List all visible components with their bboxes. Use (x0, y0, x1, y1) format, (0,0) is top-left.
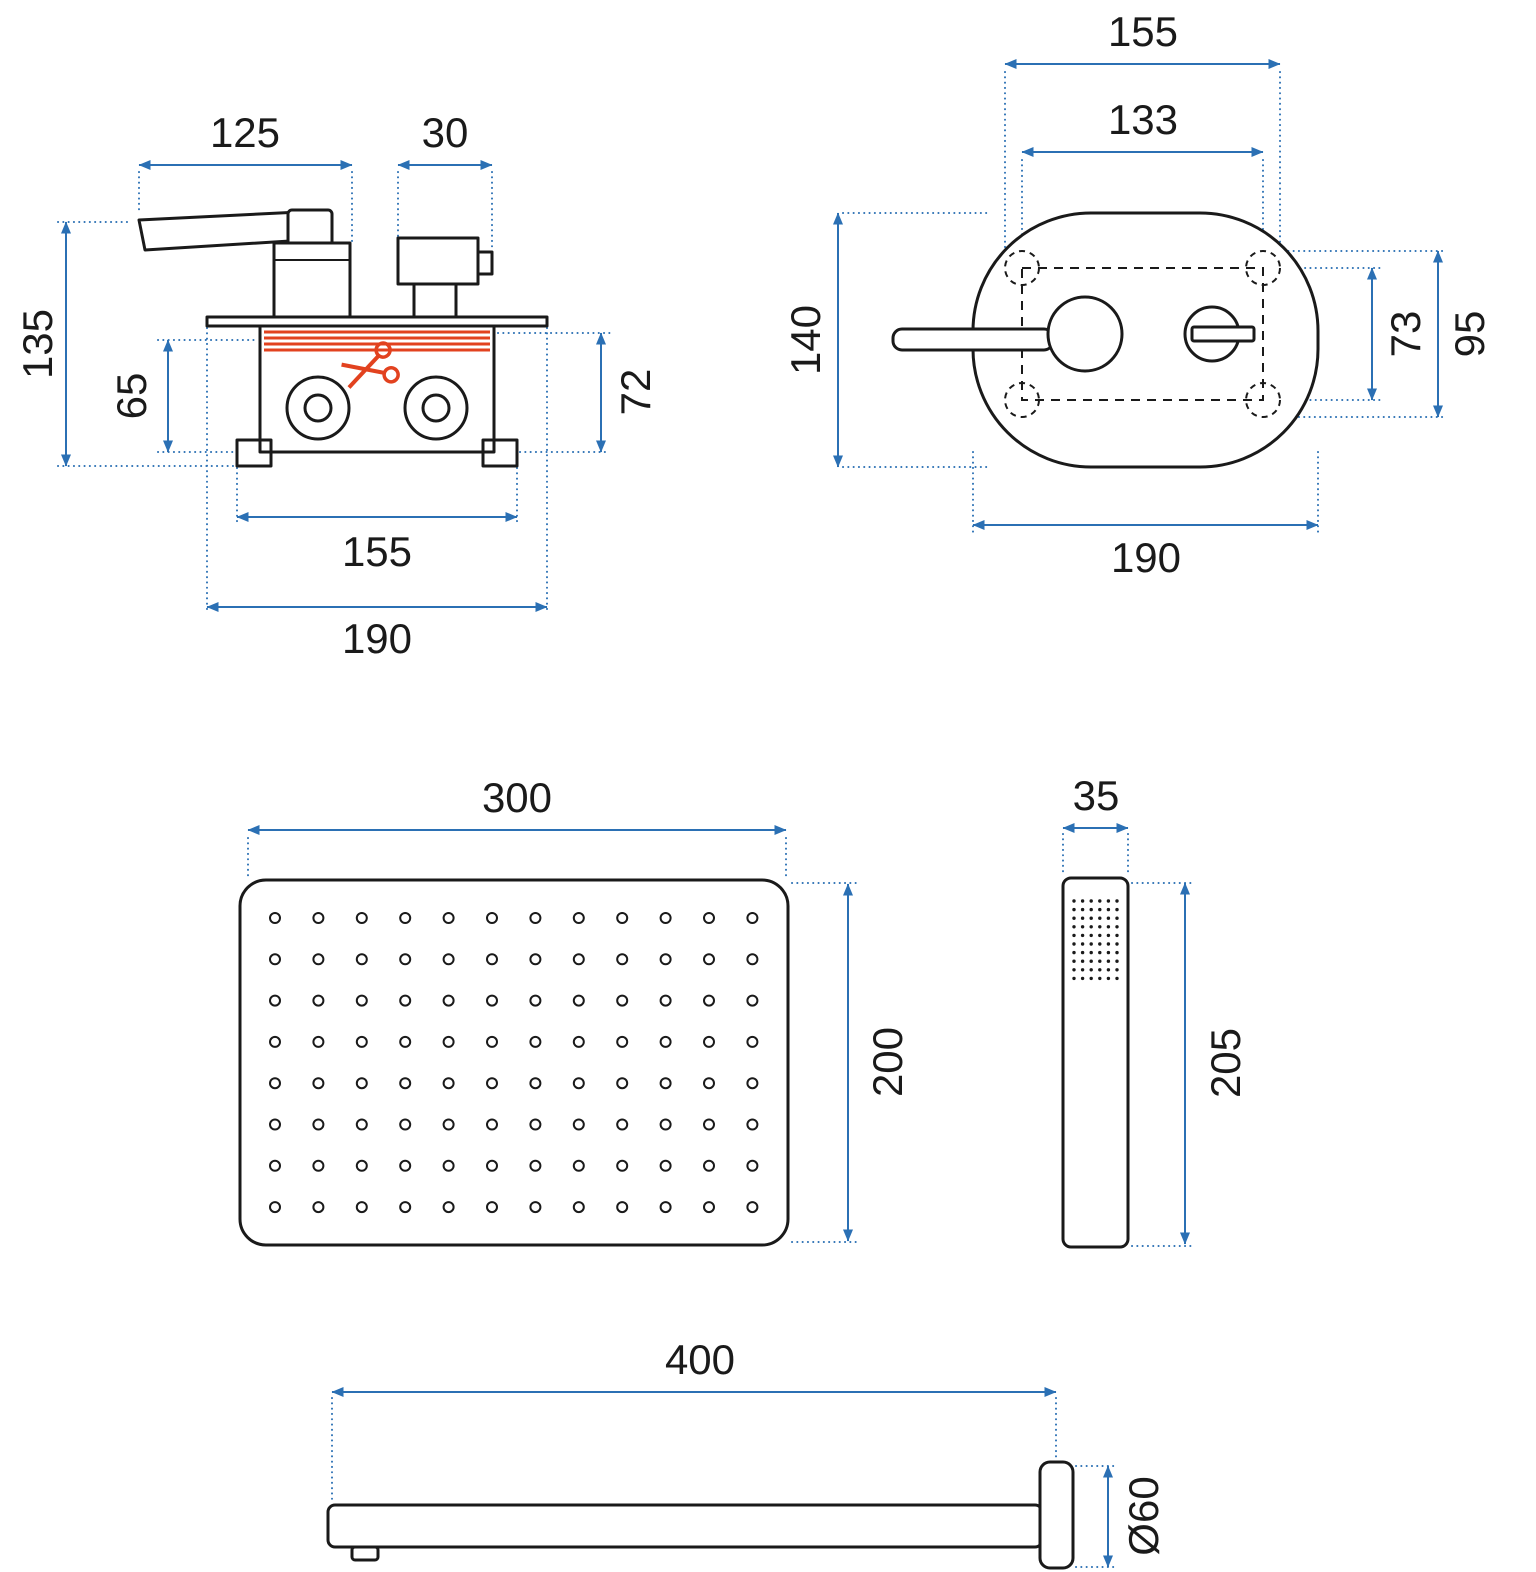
inlet-right-outer (403, 375, 469, 441)
diverter-knob-step (476, 250, 494, 276)
inlet-left-inner (303, 393, 333, 423)
diverter-knob (396, 236, 480, 286)
dim-label-hand-width: 35 (1073, 772, 1120, 819)
mount-hole-bottom-left (1004, 382, 1040, 418)
cut-scissors-icon (341, 341, 400, 389)
hand-shower-outline (1061, 876, 1130, 1249)
dim-label-handle-length: 125 (210, 109, 280, 156)
hand-shower-spray-dots (1072, 899, 1119, 981)
construction-lines (842, 71, 1447, 533)
rain-head-view: 300 200 (238, 774, 911, 1247)
spout-arm (326, 1503, 1044, 1549)
inlet-left-outer (285, 375, 351, 441)
mount-hole-top-right (1245, 250, 1281, 286)
valve-body (272, 241, 352, 321)
mount-hole-bottom-right (1245, 382, 1281, 418)
dim-label-diverter-width: 30 (422, 109, 469, 156)
diverter-handle (1190, 325, 1256, 343)
hand-shower-view: 35 205 (1061, 772, 1249, 1249)
valve-front-view: 155 133 140 73 95 190 (782, 8, 1493, 581)
dim-label-plate-width: 190 (1111, 534, 1181, 581)
dim-label-inner-height: 65 (108, 373, 155, 420)
wall-flange (1038, 1460, 1075, 1570)
mixer-lever (891, 327, 1055, 352)
rain-head-holes (269, 912, 759, 1214)
dim-label-hole-pitch-width: 133 (1108, 96, 1178, 143)
mixer-rosette (1046, 295, 1124, 373)
dim-label-mount-height: 95 (1446, 311, 1493, 358)
dim-label-head-depth: 200 (864, 1027, 911, 1097)
valve-side-view: 125 30 135 65 72 155 190 (14, 109, 659, 662)
spout-view: 400 Ø60 (326, 1336, 1167, 1570)
dim-label-spout-diameter: Ø60 (1120, 1476, 1167, 1555)
dim-label-spout-length: 400 (665, 1336, 735, 1383)
dim-label-overall-width: 190 (342, 615, 412, 662)
dim-label-hand-length: 205 (1202, 1028, 1249, 1098)
dim-label-plate-height: 140 (782, 305, 829, 375)
valve-lever-cap (286, 208, 334, 248)
mount-hole-top-left (1004, 250, 1040, 286)
dim-label-total-height: 135 (14, 309, 61, 379)
dim-label-box-width: 155 (342, 528, 412, 575)
dim-label-hole-pitch-height: 73 (1382, 311, 1429, 358)
inlet-right-inner (421, 393, 451, 423)
dim-label-box-height: 72 (612, 369, 659, 416)
rough-in-box (258, 324, 496, 454)
rain-head-outline (238, 878, 790, 1247)
diverter-stem (412, 282, 458, 319)
spout-aerator-nub (350, 1545, 380, 1562)
cut-lines (264, 330, 490, 352)
dim-label-mount-width: 155 (1108, 8, 1178, 55)
construction-lines (57, 171, 611, 615)
dim-label-head-width: 300 (482, 774, 552, 821)
